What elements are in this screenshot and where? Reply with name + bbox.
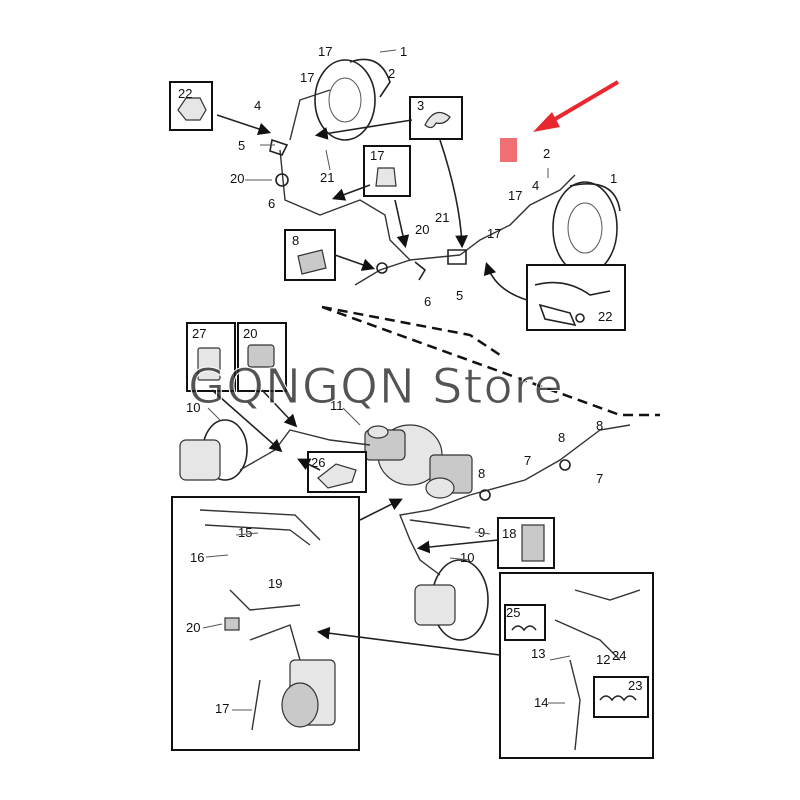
callout-20: 20 [243, 326, 257, 341]
mid-grommet-8 [559, 459, 571, 471]
connector-20-icon [247, 344, 275, 368]
mid-hose-9 [409, 519, 471, 529]
callout-25: 25 [506, 605, 520, 620]
upper-left-brake-disc [314, 58, 391, 141]
upper-brake-line-left [279, 89, 461, 261]
callout-13: 13 [531, 646, 545, 661]
red-pointer-arrow-icon [533, 80, 620, 132]
callout-20: 20 [230, 171, 244, 186]
callout-15: 15 [238, 525, 252, 540]
upper-grommet-20 [275, 173, 289, 187]
callout-6: 6 [268, 196, 275, 211]
clip-3-icon [424, 111, 451, 129]
callout-11: 11 [330, 398, 344, 413]
upper-brake-line-right [459, 174, 576, 256]
callout-20: 20 [415, 222, 429, 237]
mid-brake-line-left [239, 429, 371, 471]
callout-10: 10 [460, 550, 474, 565]
callout-17: 17 [215, 701, 229, 716]
callout-21: 21 [320, 170, 334, 185]
callout-17: 17 [300, 70, 314, 85]
callout-5: 5 [238, 138, 245, 153]
upper-right-brake-disc [552, 181, 621, 275]
callout-labels: 17 1 17 2 22 3 4 5 17 2 20 21 4 1 17 6 2… [178, 44, 642, 716]
callout-10: 10 [186, 400, 200, 415]
callout-1: 1 [400, 44, 407, 59]
callout-24: 24 [612, 648, 626, 663]
upper-brake-line-tail [354, 259, 411, 286]
callout-2: 2 [388, 66, 395, 81]
detail-box-25 [504, 604, 546, 641]
clip-26-icon [317, 463, 357, 489]
callout-2: 2 [543, 146, 550, 161]
callout-19: 19 [268, 576, 282, 591]
callout-26: 26 [311, 455, 325, 470]
callout-6: 6 [424, 294, 431, 309]
callout-8: 8 [596, 418, 603, 433]
callout-5: 5 [456, 288, 463, 303]
callout-4: 4 [532, 178, 539, 193]
connector-20-lower-icon [224, 617, 240, 631]
lower-left-lines [199, 509, 321, 731]
subframe-dashed-outline [321, 305, 660, 417]
callout-12: 12 [596, 652, 610, 667]
callout-8: 8 [292, 233, 299, 248]
callout-17: 17 [508, 188, 522, 203]
upper-bracket [269, 138, 467, 281]
callout-17: 17 [318, 44, 332, 59]
callout-17: 17 [487, 226, 501, 241]
store-watermark: GQNGQN Store [188, 359, 564, 415]
callout-leader-lines [202, 49, 571, 711]
highlight-marker-icon [500, 138, 517, 162]
callout-8: 8 [558, 430, 565, 445]
clip-18-icon [521, 524, 545, 562]
callout-23: 23 [628, 678, 642, 693]
clip-25-icon [511, 625, 537, 632]
callout-1: 1 [610, 171, 617, 186]
callout-27: 27 [192, 326, 206, 341]
mid-grommet-8b [479, 489, 491, 501]
lower-right-lines [554, 589, 641, 751]
abs-modulator-unit [425, 454, 473, 499]
abs-pump-lower-left [281, 659, 336, 728]
sensor-27-icon [197, 347, 221, 381]
clip-23-icon [599, 695, 637, 702]
callout-22: 22 [598, 309, 612, 324]
clip-17-icon [375, 167, 397, 187]
right-front-caliper [414, 559, 489, 641]
callout-17: 17 [370, 148, 384, 163]
leader-arrows [211, 114, 528, 656]
callout-18: 18 [502, 526, 516, 541]
callout-4: 4 [254, 98, 261, 113]
upper-grommet-8 [376, 262, 388, 274]
callout-14: 14 [534, 695, 548, 710]
mid-brake-line-lower [399, 494, 471, 576]
nut-22b-icon [575, 313, 585, 323]
callout-22: 22 [178, 86, 192, 101]
callout-8: 8 [478, 466, 485, 481]
callout-20: 20 [186, 620, 200, 635]
callout-16: 16 [190, 550, 204, 565]
nut-22-icon [177, 97, 207, 121]
callout-7: 7 [524, 453, 531, 468]
detail-box-lower-right [499, 572, 654, 759]
callout-7: 7 [596, 471, 603, 486]
callout-3: 3 [417, 98, 424, 113]
left-front-caliper [179, 419, 248, 481]
bracket-22-detail [534, 281, 611, 327]
callout-21: 21 [435, 210, 449, 225]
mid-brake-line-right [469, 424, 631, 496]
bracket-8-icon [297, 249, 327, 275]
